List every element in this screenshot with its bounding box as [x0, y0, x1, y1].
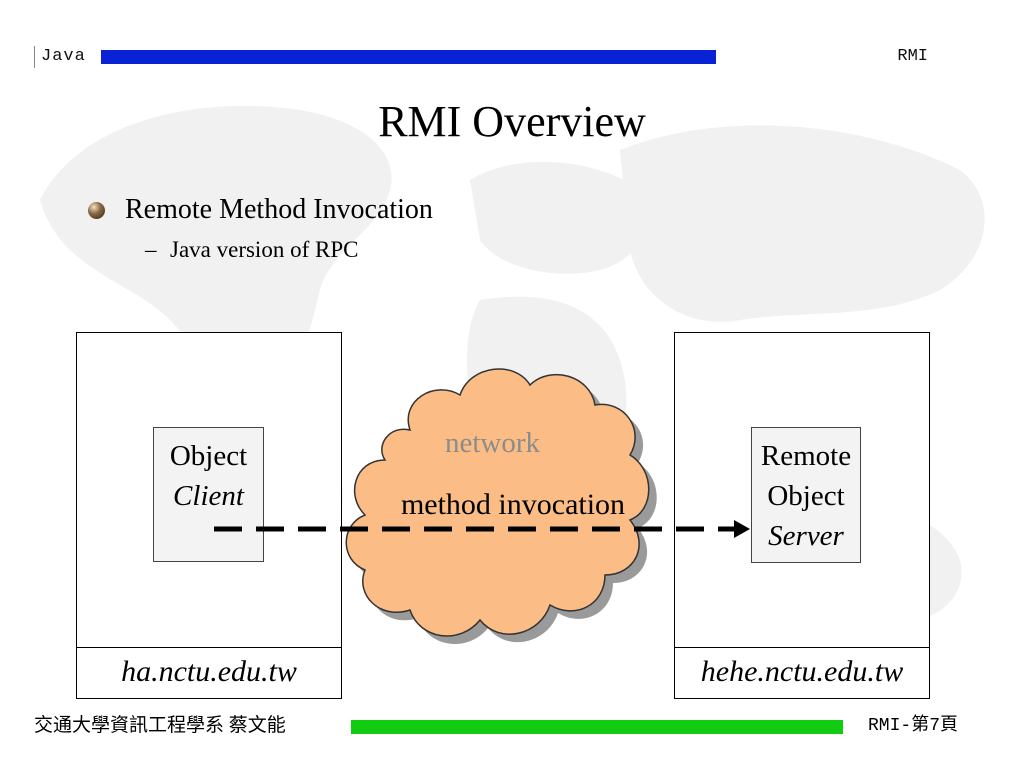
server-object-label-line1: Remote — [760, 440, 852, 472]
client-object-box: Object Client — [153, 427, 264, 562]
server-object-box: Remote Object Server — [751, 427, 861, 563]
footer-page-label: RMI-第7頁 — [868, 716, 959, 736]
method-invocation-label: method invocation — [400, 488, 626, 521]
footer-department-label: 交通大學資訊工程學系 蔡文能 — [34, 715, 286, 736]
server-host-divider — [675, 647, 929, 648]
slide-title: RMI Overview — [378, 97, 646, 146]
client-object-role: Client — [173, 480, 244, 512]
header-accent-bar — [101, 50, 716, 64]
sub-bullet-text: Java version of RPC — [170, 237, 359, 262]
bullet-text: Remote Method Invocation — [125, 194, 433, 225]
server-object-label-line2: Object — [767, 480, 845, 512]
server-hostname: hehe.nctu.edu.tw — [700, 655, 904, 688]
bullet-sphere-icon — [88, 202, 105, 219]
header-course-label: Java — [34, 46, 86, 68]
network-cloud-icon — [345, 368, 657, 645]
client-hostname: ha.nctu.edu.tw — [121, 655, 297, 688]
server-object-role: Server — [768, 520, 844, 552]
client-host-divider — [77, 647, 341, 648]
header-topic-label: RMI — [897, 47, 928, 66]
footer-accent-bar — [351, 720, 843, 734]
sub-bullet-marker: – — [145, 237, 157, 262]
cloud-network-label: network — [444, 427, 541, 459]
client-object-label: Object — [169, 440, 248, 472]
